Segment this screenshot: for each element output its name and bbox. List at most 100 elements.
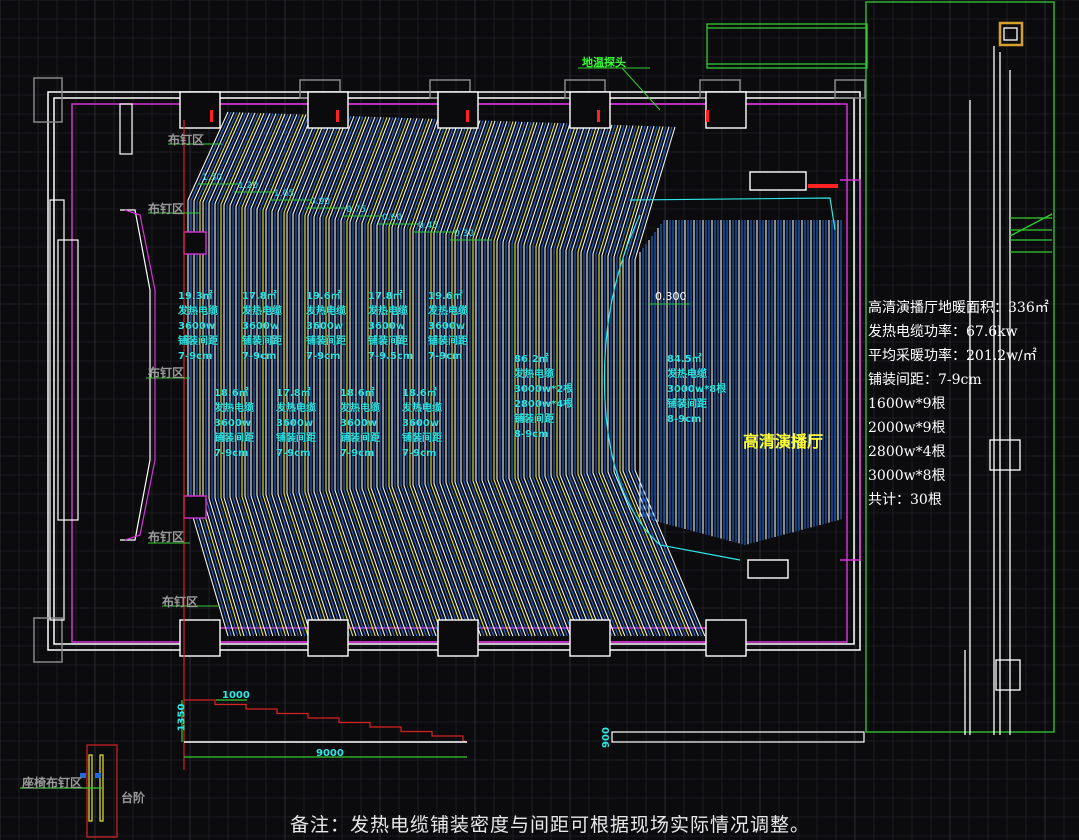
heating-cable <box>322 116 373 637</box>
zone-line: 3600w <box>402 418 440 429</box>
summary-line: 共计：30根 <box>868 492 942 508</box>
heating-cable <box>433 120 491 637</box>
heating-cable <box>217 112 261 637</box>
heating-cable <box>247 113 293 637</box>
heating-cable <box>523 123 587 637</box>
zone-line: 3000w*2根 <box>514 384 574 395</box>
heating-cable <box>256 114 303 637</box>
heating-cable <box>499 122 562 637</box>
heating-cable <box>328 116 379 637</box>
zone-area: 17.8㎡ <box>368 291 403 302</box>
step-elevation-marks: 1.501.201.050.900.750.600.450.30 <box>198 173 492 241</box>
heating-cable <box>259 114 306 637</box>
step-elevation-label: 1.20 <box>238 181 258 191</box>
heating-cable <box>631 126 703 637</box>
heating-cable <box>199 112 242 637</box>
heating-cable <box>385 118 440 637</box>
summary-line: 2800w*4根 <box>868 444 946 460</box>
heating-cable <box>526 123 591 637</box>
zone-area: 18.6㎡ <box>402 388 437 399</box>
heating-cable <box>628 126 699 637</box>
heating-cable <box>598 125 667 637</box>
step-elevation-label: 0.90 <box>310 197 330 207</box>
length-dimension: 9000 <box>316 748 344 759</box>
heating-cable <box>442 120 501 637</box>
heating-cable <box>214 112 258 637</box>
summary-line: 1600w*9根 <box>868 396 946 412</box>
zone-line: 2800w*4根 <box>514 399 574 410</box>
step-detail <box>20 744 118 838</box>
heating-cable <box>475 121 536 637</box>
heating-cable <box>520 122 584 637</box>
heating-cable <box>508 122 571 637</box>
heating-cable <box>589 125 658 637</box>
section-stairs <box>184 699 468 743</box>
heating-cable <box>316 116 367 637</box>
heating-cable <box>370 117 424 637</box>
heating-cable <box>571 124 639 637</box>
zone-area: 18.6㎡ <box>214 388 249 399</box>
heating-cable <box>424 119 482 637</box>
zone-line: 铺装间距 <box>178 336 218 347</box>
heating-cable <box>406 119 463 637</box>
heating-cable <box>250 113 296 637</box>
zone-line: 3000w*8根 <box>667 384 727 395</box>
heating-cable <box>418 119 475 637</box>
heating-cable-field <box>187 111 842 637</box>
heating-cable <box>337 116 389 637</box>
zone-area: 19.3㎡ <box>178 291 213 302</box>
heating-cable <box>220 112 264 637</box>
floor-temp-sensor-label: 地温探头 <box>582 56 626 69</box>
heating-cable <box>535 123 600 637</box>
left-aisle <box>49 103 156 621</box>
heating-cable <box>550 123 616 637</box>
heating-cable <box>451 120 511 637</box>
zone-line: 发热电缆 <box>214 403 254 414</box>
heating-cable <box>511 122 575 637</box>
heating-cable <box>208 112 251 637</box>
red-markers <box>210 110 838 188</box>
summary-line: 平均采暖功率：201.2w/㎡ <box>868 348 1037 364</box>
heating-cable <box>610 125 680 637</box>
heating-cable <box>253 113 299 637</box>
zone-middle: 86.2㎡ 发热电缆 3000w*2根 2800w*4根 铺装间距 8-9cm <box>514 352 573 442</box>
elevation-label: 0.300 <box>655 290 687 303</box>
heating-cable <box>568 124 635 637</box>
zone-line: 发热电缆 <box>276 403 316 414</box>
heating-cable <box>391 118 447 637</box>
heating-cable <box>355 117 408 637</box>
heating-cable <box>307 115 357 637</box>
heating-cable <box>283 114 331 637</box>
heating-cable <box>298 115 347 637</box>
zone-line: 发热电缆 <box>402 403 442 414</box>
heating-cable <box>226 113 271 637</box>
step-width-dimension: 1000 <box>222 690 250 701</box>
summary-line: 高清演播厅地暖面积：336㎡ <box>868 300 1049 316</box>
heating-cable <box>244 113 290 637</box>
heating-cable <box>343 117 395 637</box>
heating-cable <box>472 121 533 637</box>
zone-line: 铺装间距 <box>242 336 282 347</box>
heating-cable <box>295 115 344 637</box>
heating-cable <box>277 114 325 637</box>
heating-cable <box>514 122 578 637</box>
heating-cable <box>478 121 539 637</box>
zone-line: 发热电缆 <box>667 369 707 380</box>
heating-cable <box>193 111 235 637</box>
heating-cable <box>340 116 392 637</box>
heating-cable <box>430 119 488 637</box>
heating-cable <box>346 117 399 637</box>
zone-line: 铺装间距 <box>306 336 346 347</box>
heating-cable <box>577 124 645 637</box>
heating-cable <box>613 126 683 637</box>
heating-cable <box>211 112 255 637</box>
nail-zone-label: 布钉区 <box>162 595 199 609</box>
heating-cable <box>373 118 427 637</box>
heating-cable <box>187 111 229 637</box>
